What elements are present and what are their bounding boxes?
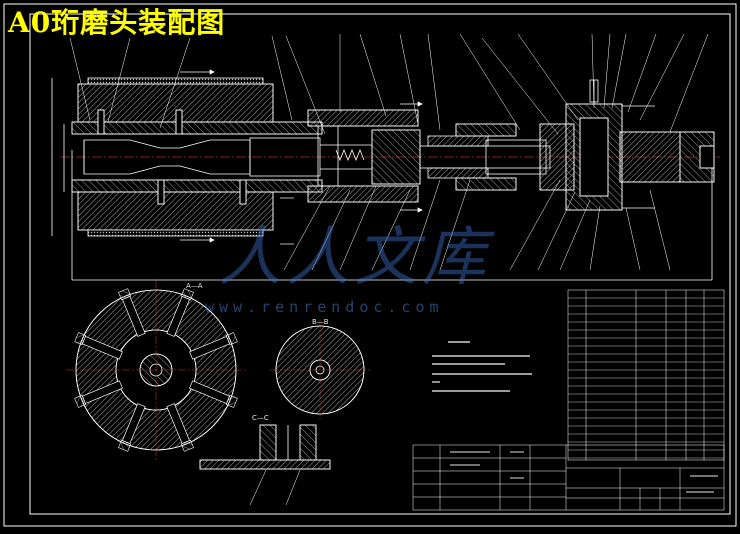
honing-stone <box>225 332 238 346</box>
section-cc-view <box>199 424 331 506</box>
watermark-url: www.renrendoc.com <box>205 298 444 316</box>
leader-lines-top <box>69 33 709 135</box>
watermark-logo-text: 人人文库 <box>218 221 490 295</box>
section-bb-label: B—B <box>312 318 329 326</box>
honing-stone <box>180 439 194 452</box>
honing-stone <box>118 288 132 301</box>
parts-list-rows <box>568 297 724 459</box>
honing-stone <box>225 394 238 408</box>
honing-stone <box>74 394 87 408</box>
title-block <box>412 444 725 511</box>
leader-lines-bottom <box>283 179 671 271</box>
section-aa-view <box>66 280 246 460</box>
honing-stone <box>118 439 132 452</box>
outer-border <box>3 3 737 527</box>
honing-stone <box>180 288 194 301</box>
honing-stone <box>74 332 87 346</box>
section-bb-view <box>270 320 370 420</box>
inner-border <box>29 13 731 515</box>
main-section-view <box>51 77 720 281</box>
title-block-fill <box>450 451 718 493</box>
drawing-title: A0珩磨头装配图 <box>8 6 226 39</box>
parts-list-table <box>567 289 725 461</box>
section-cc-label: C—C <box>252 414 269 422</box>
technical-requirements <box>432 341 532 392</box>
section-aa-honing-stones <box>74 288 238 452</box>
section-aa-label: A—A <box>186 282 203 290</box>
section-markers <box>180 69 423 245</box>
